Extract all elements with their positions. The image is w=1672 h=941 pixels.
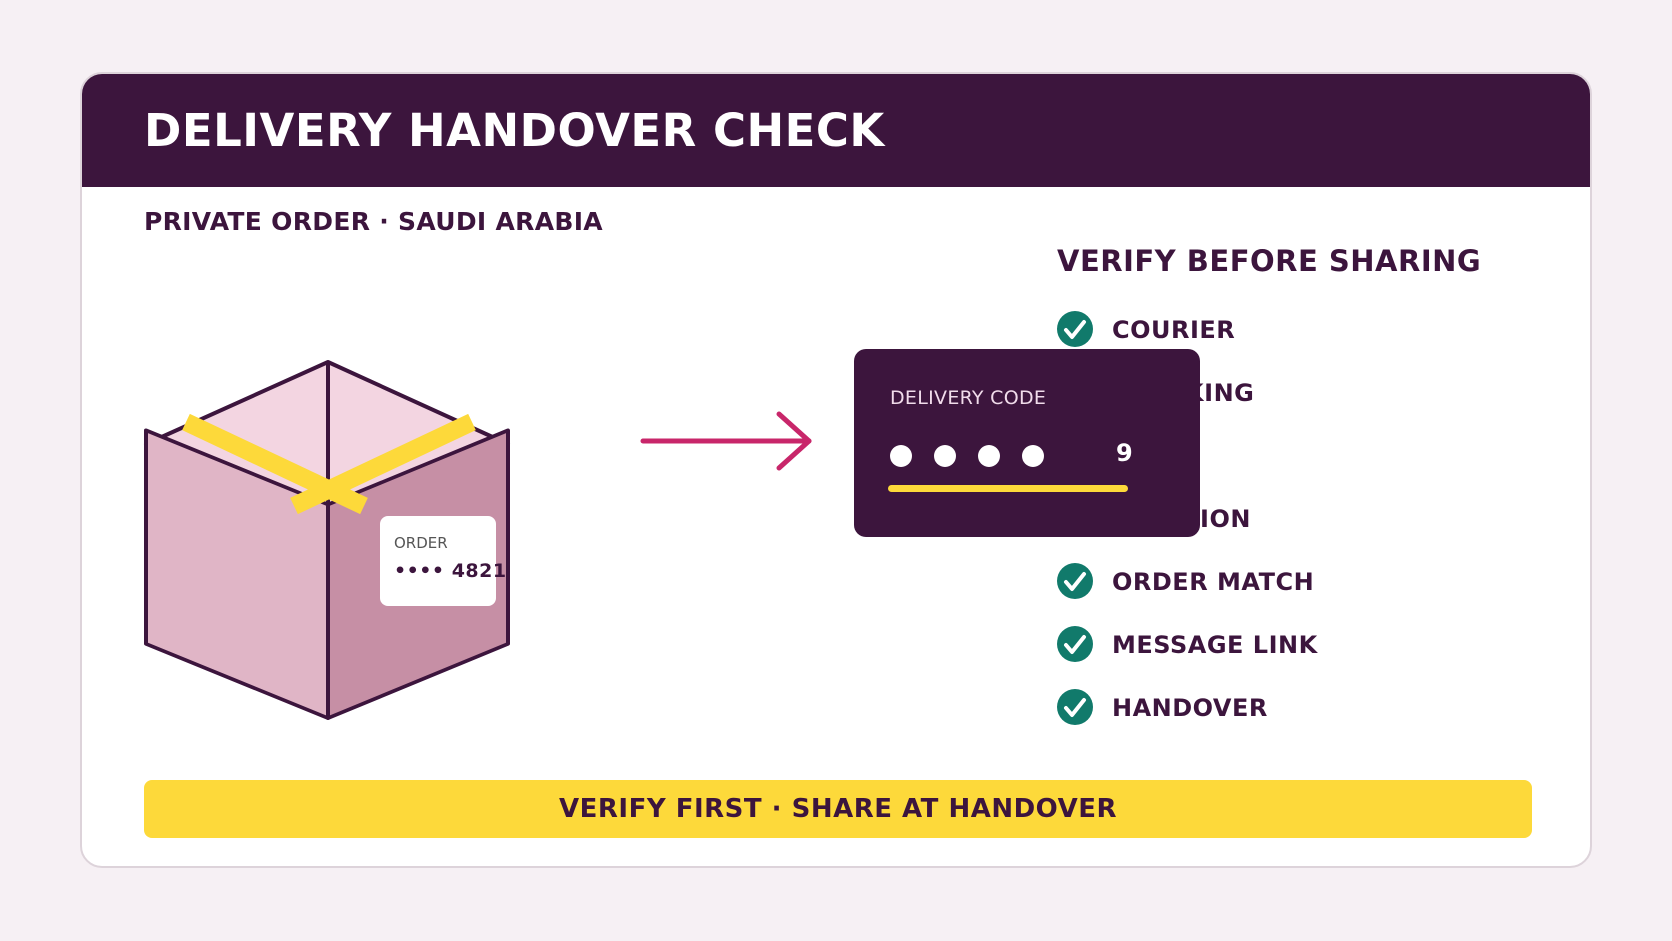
checklist-item-label: MESSAGE LINK [1112,631,1318,659]
checklist-item-label: HANDOVER [1112,694,1268,722]
checklist-item-label: ORDER MATCH [1112,568,1315,596]
delivery-code-mask [890,445,1140,469]
checklist-item-label: COURIER [1112,316,1236,344]
delivery-code-title: DELIVERY CODE [890,387,1047,409]
check-circle-icon [1057,311,1093,347]
handover-card: DELIVERY HANDOVER CHECK PRIVATE ORDER · … [80,72,1592,868]
code-dot [934,445,956,467]
checklist-item-courier: COURIER [1056,310,1476,350]
header-bar: DELIVERY HANDOVER CHECK [82,74,1590,187]
check-circle-icon [1057,626,1093,662]
arrow-right-icon [640,411,812,471]
footer-banner: VERIFY FIRST · SHARE AT HANDOVER [144,780,1532,838]
delivery-code-card: DELIVERY CODE 9 [854,349,1200,537]
checklist-item-handover: HANDOVER [1056,688,1476,728]
checklist-item-message-link: MESSAGE LINK [1056,625,1476,665]
order-subtitle: PRIVATE ORDER · SAUDI ARABIA [144,207,603,236]
checklist-item-order-match: ORDER MATCH [1056,562,1476,602]
package-tape-right [290,413,476,515]
checklist-title: VERIFY BEFORE SHARING [1057,244,1482,278]
order-number: •••• 4821 [394,560,507,582]
order-sticker-label: ORDER [394,534,448,552]
code-dot [1022,445,1044,467]
order-sticker: ORDER •••• 4821 [380,516,506,606]
code-dot [890,445,912,467]
page-title: DELIVERY HANDOVER CHECK [144,104,885,157]
package-icon [144,360,510,720]
code-dot [978,445,1000,467]
delivery-code-last-digit: 9 [1116,439,1133,467]
check-circle-icon [1057,563,1093,599]
footer-text: VERIFY FIRST · SHARE AT HANDOVER [559,794,1117,824]
delivery-code-underline [888,485,1128,492]
check-circle-icon [1057,689,1093,725]
